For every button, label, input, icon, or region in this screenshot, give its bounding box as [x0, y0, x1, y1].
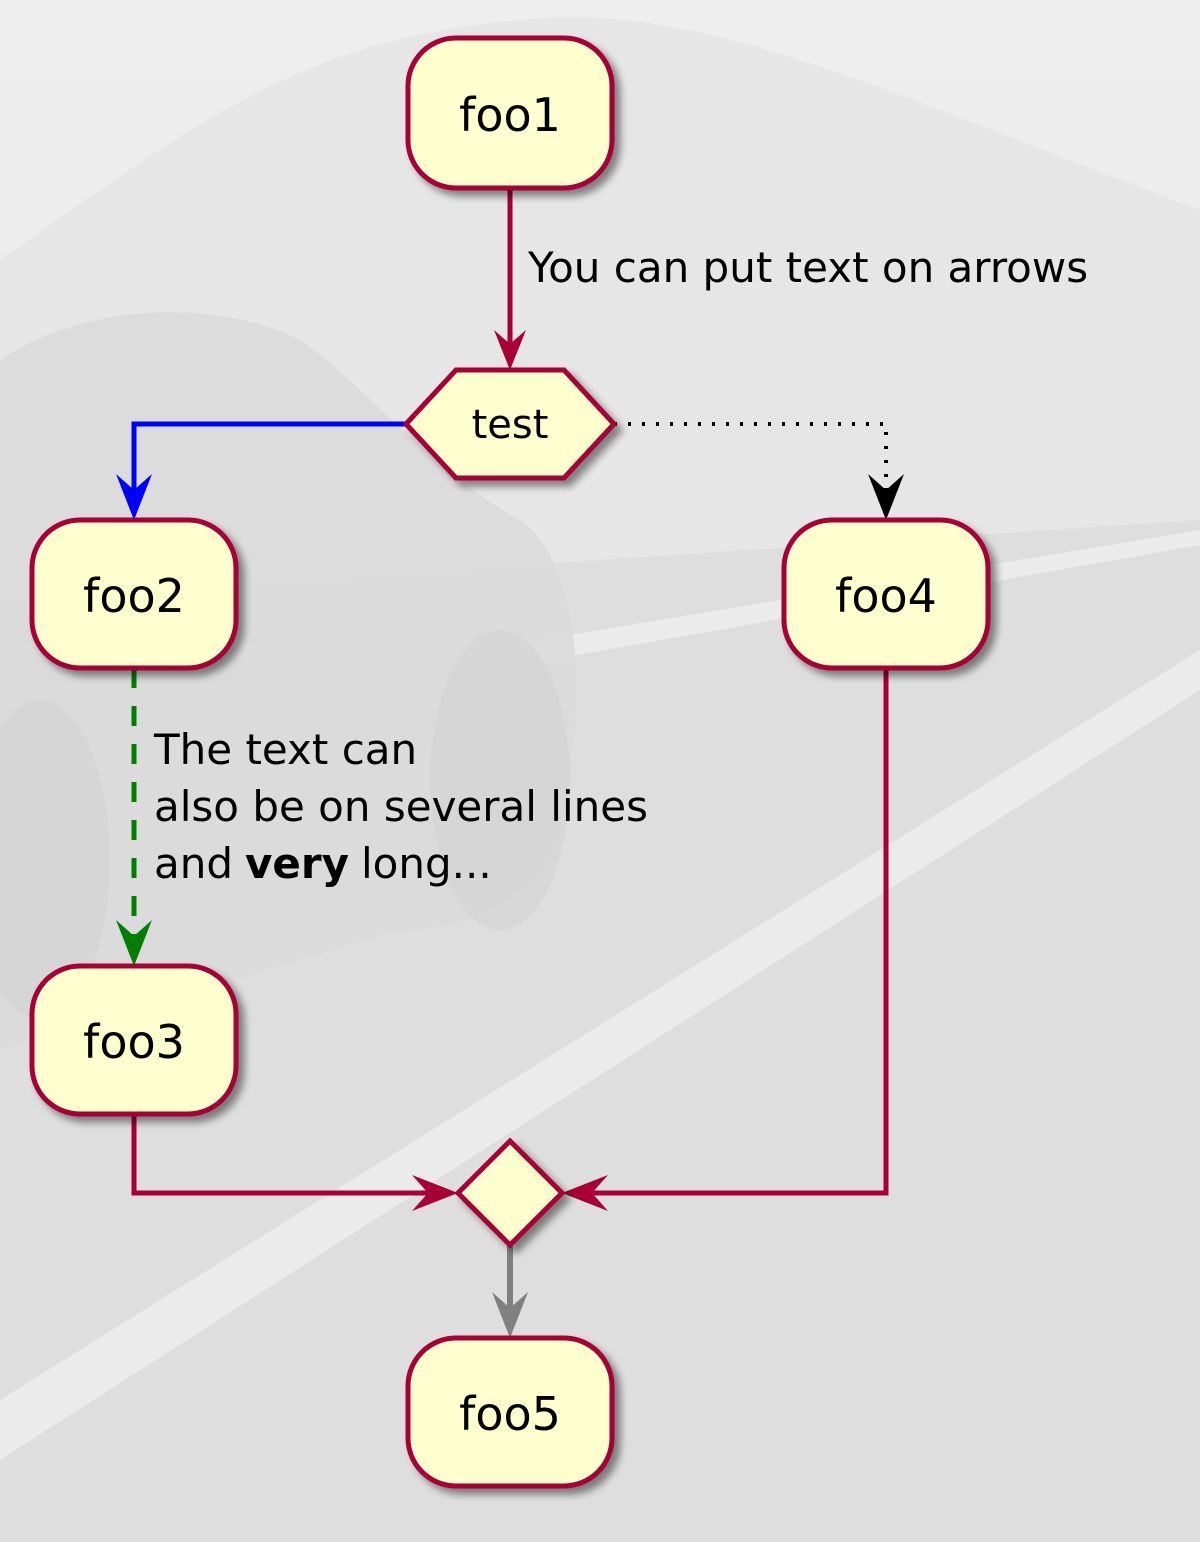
- node-foo3-label: foo3: [83, 1015, 185, 1069]
- arrow-foo3-to-merge: [131, 1114, 458, 1211]
- node-foo1: foo1: [405, 35, 615, 191]
- arrow-label-line3-post: long...: [361, 839, 492, 888]
- arrow-label-line2: also be on several lines: [154, 782, 648, 831]
- arrow-label-line3-pre: and: [154, 839, 233, 888]
- arrow-label-line1: The text can: [153, 725, 417, 774]
- node-foo3: foo3: [29, 963, 239, 1117]
- node-foo2: foo2: [29, 517, 239, 671]
- arrow-label-foo1-test: You can put text on arrows: [527, 243, 1088, 292]
- arrow-foo2-to-foo3: [116, 668, 152, 966]
- arrow-label-foo2-foo3: The text can also be on several lines an…: [153, 725, 648, 888]
- arrow-foo1-to-test: [494, 188, 526, 370]
- merge-diamond: [454, 1137, 566, 1249]
- arrow-merge-to-foo5: [492, 1246, 528, 1338]
- node-foo5-label: foo5: [459, 1387, 561, 1441]
- node-test: test: [402, 367, 618, 481]
- node-foo1-label: foo1: [459, 88, 561, 142]
- arrow-foo4-to-merge: [562, 668, 889, 1211]
- arrow-label-line3-bold: very: [245, 839, 349, 888]
- arrow-test-to-foo4: [614, 422, 904, 520]
- node-foo4: foo4: [781, 517, 991, 671]
- node-test-label: test: [472, 402, 549, 448]
- node-foo5: foo5: [405, 1335, 615, 1489]
- node-foo2-label: foo2: [83, 569, 185, 623]
- arrow-test-to-foo2: [116, 421, 406, 520]
- node-foo4-label: foo4: [835, 569, 937, 623]
